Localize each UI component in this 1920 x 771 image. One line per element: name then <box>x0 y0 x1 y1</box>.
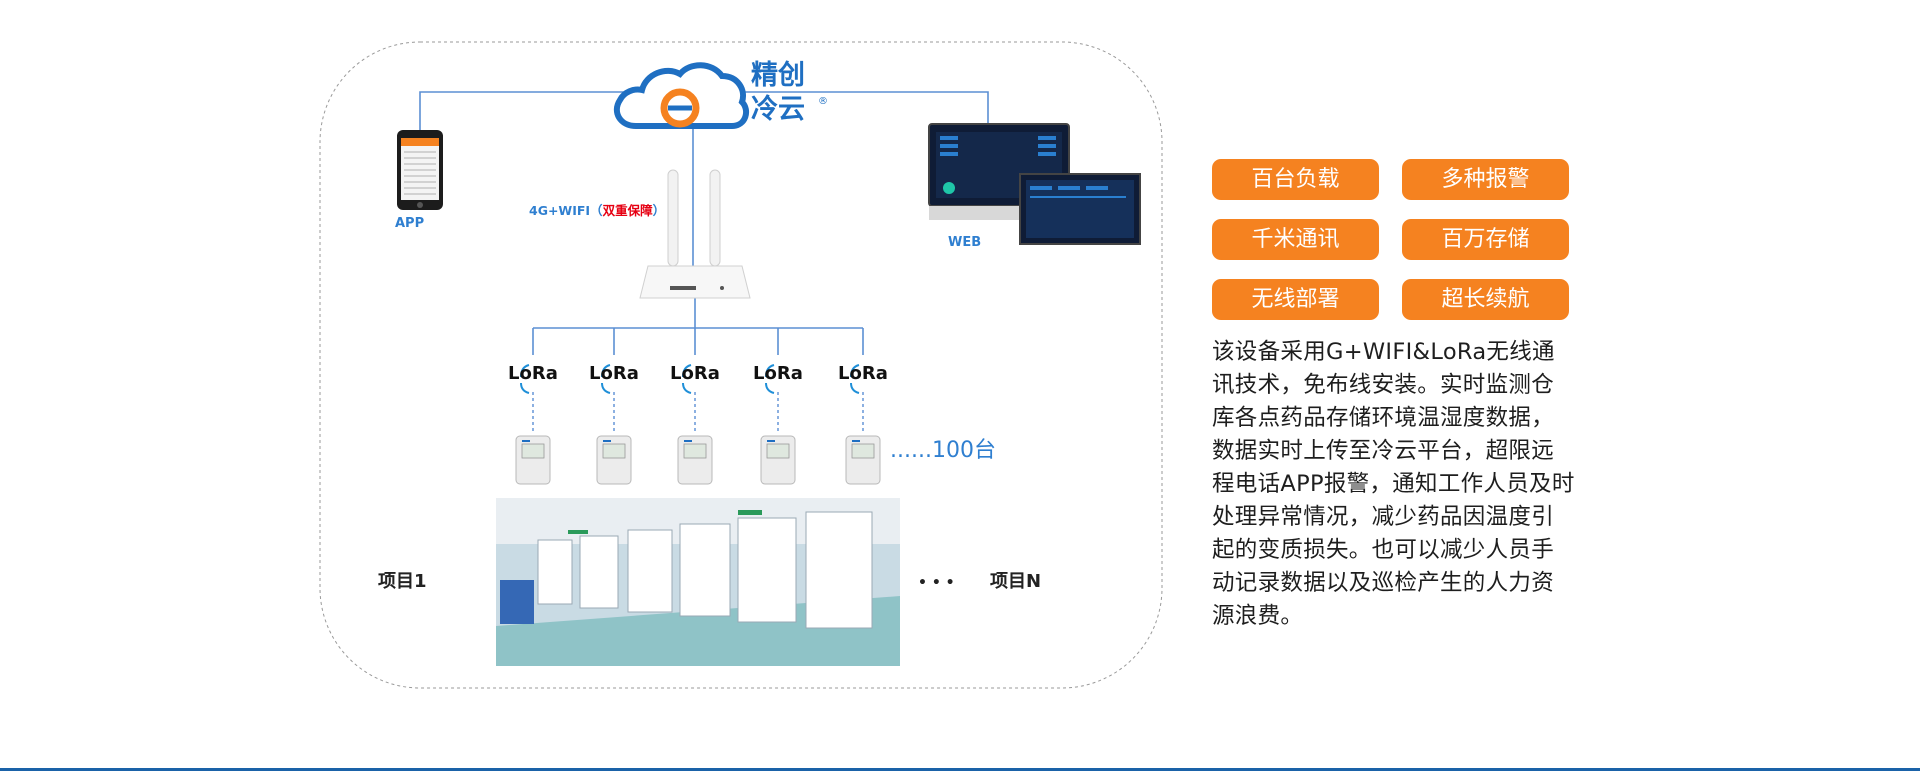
warehouse-image <box>496 498 900 666</box>
feature-badge: 百台负载 <box>1212 159 1379 200</box>
lora-node-4: LoRa <box>753 363 803 394</box>
brand-line-1: 精创 <box>751 60 805 91</box>
lora-nodes: LoRa LoRa LoRa LoRa LoRa <box>508 363 888 394</box>
feature-badge: 多种报警 <box>1402 159 1569 200</box>
brand-line-2: 冷云 <box>751 94 805 125</box>
project-ellipsis: • • • <box>918 575 955 591</box>
svg-text:LoRa: LoRa <box>670 363 720 384</box>
feature-badge: 百万存储 <box>1402 219 1569 260</box>
diagram-frame <box>319 41 1163 689</box>
e-mark-icon <box>660 88 700 128</box>
cloud-logo: 精创 冷云 ® <box>613 60 828 129</box>
sensor-device-icon <box>677 435 713 485</box>
phone-icon <box>397 130 443 210</box>
lora-node-3: LoRa <box>670 363 720 394</box>
sensor-device-icon <box>515 435 551 485</box>
network-label: 4G+WIFI（双重保障） <box>529 203 665 218</box>
svg-text:LoRa: LoRa <box>589 363 639 384</box>
project-last-label: 项目N <box>990 571 1041 592</box>
project-first-label: 项目1 <box>378 571 427 592</box>
gateway-router-icon <box>639 169 751 299</box>
feature-badge: 无线部署 <box>1212 279 1379 320</box>
lora-node-5: LoRa <box>838 363 888 394</box>
connection-lines <box>419 91 989 355</box>
bottom-divider <box>0 768 1920 771</box>
web-monitor-icon <box>928 123 1141 245</box>
svg-text:LoRa: LoRa <box>838 363 888 384</box>
web-label: WEB <box>948 235 981 250</box>
cloud-icon <box>613 62 750 129</box>
sensor-device-icon <box>596 435 632 485</box>
app-label: APP <box>395 216 424 231</box>
lora-node-2: LoRa <box>589 363 639 394</box>
sensor-devices <box>515 435 881 485</box>
description-text: 该设备采用G+WIFI&LoRa无线通讯技术，免布线安装。实时监测仓库各点药品存… <box>1212 339 1575 629</box>
device-count-label: ......100台 <box>890 438 996 463</box>
lora-node-1: LoRa <box>508 363 558 394</box>
sensor-links <box>532 392 864 432</box>
svg-text:LoRa: LoRa <box>753 363 803 384</box>
brand-registered-mark: ® <box>818 96 828 107</box>
system-architecture-diagram: 精创 冷云 ® APP WEB <box>319 41 1163 689</box>
feature-badge: 超长续航 <box>1402 279 1569 320</box>
feature-badge: 千米通讯 <box>1212 219 1379 260</box>
sensor-device-icon <box>845 435 881 485</box>
svg-text:LoRa: LoRa <box>508 363 558 384</box>
sensor-device-icon <box>760 435 796 485</box>
